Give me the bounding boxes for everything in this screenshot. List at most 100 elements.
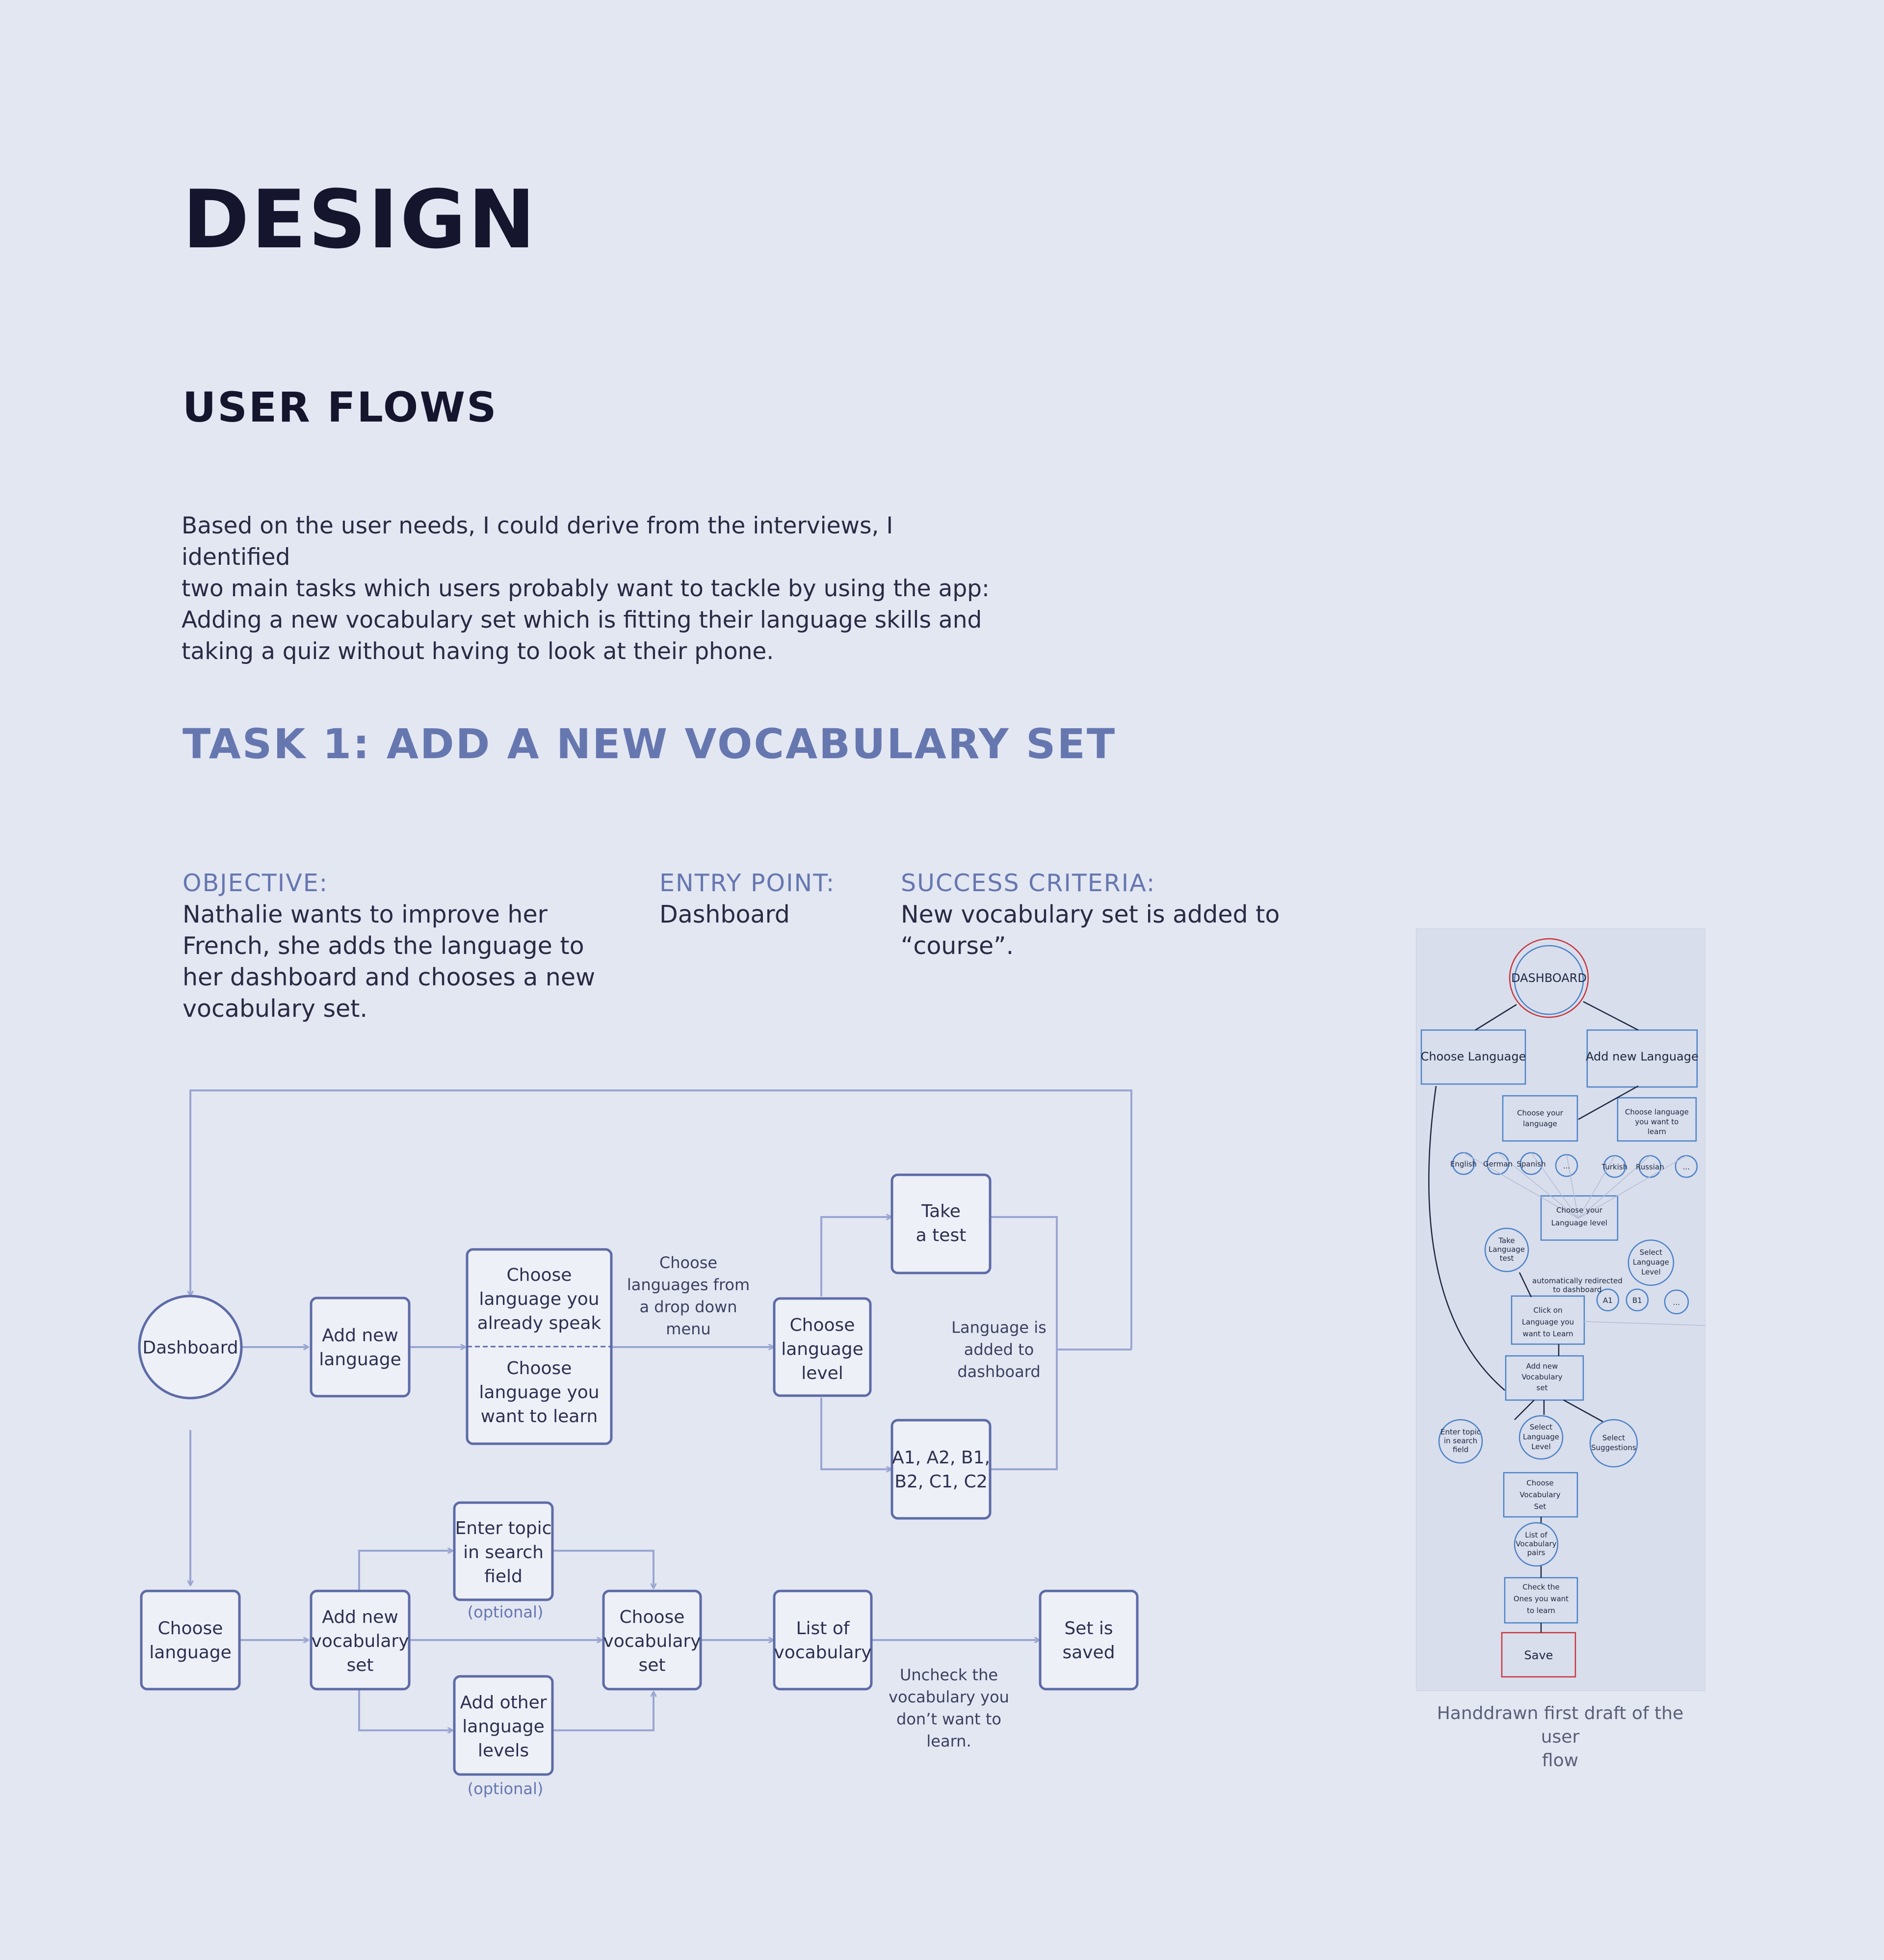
sketch-label: Choose language	[1625, 1108, 1689, 1116]
node-label-enter-topic: field	[484, 1566, 523, 1587]
node-label-choose-speak: language you	[479, 1289, 599, 1309]
sketch-label: Choose Language	[1421, 1050, 1526, 1063]
node-label-choose-language: Choose	[158, 1618, 223, 1639]
node-label-levels: A1, A2, B1,	[892, 1448, 990, 1468]
sketch-label: Click on	[1533, 1306, 1562, 1315]
sketch-label: German	[1483, 1160, 1513, 1168]
sketch-label: Russian	[1636, 1163, 1664, 1171]
sketch-label: Add new Language	[1586, 1050, 1699, 1063]
flow-node-take-test	[892, 1175, 990, 1273]
node-label-add-levels: levels	[478, 1741, 529, 1761]
node-label-add-language: Add new	[322, 1325, 398, 1346]
node-label-dashboard: Dashboard	[142, 1338, 238, 1358]
annotation-dropdown: a drop down	[640, 1298, 737, 1316]
node-label-enter-topic: in search	[463, 1542, 544, 1563]
sketch-label: test	[1500, 1254, 1514, 1263]
annotation-added: dashboard	[957, 1362, 1040, 1381]
node-label-choose-vocab-set: Choose	[620, 1607, 685, 1627]
sketch-label: English	[1450, 1160, 1477, 1168]
connector	[552, 1692, 654, 1730]
sketch-label: language	[1523, 1119, 1557, 1128]
sketch-label: B1	[1632, 1296, 1642, 1305]
sketch-label: Vocabulary	[1516, 1539, 1556, 1548]
annotation-added: added to	[964, 1340, 1034, 1359]
sketch-label: set	[1537, 1383, 1548, 1392]
node-label-choose-level: language	[781, 1339, 864, 1359]
node-label-add-vocab-set: set	[346, 1655, 373, 1675]
connector	[359, 1690, 452, 1730]
sketch-label: pairs	[1527, 1548, 1545, 1557]
node-label-add-vocab-set: vocabulary	[311, 1631, 409, 1651]
flow-node-list-vocab	[774, 1591, 871, 1689]
sketch-label: Suggestions	[1591, 1443, 1636, 1452]
flow-nodes	[139, 1175, 1137, 1775]
sketch-label: want to Learn	[1522, 1329, 1573, 1338]
sketch-label: Level	[1641, 1268, 1661, 1276]
node-label-enter-topic: Enter topic	[455, 1518, 552, 1538]
node-label-choose-level: level	[801, 1363, 843, 1383]
sketch-label: Language you	[1522, 1318, 1574, 1326]
sketch-label: Vocabulary	[1519, 1490, 1560, 1499]
sketch-label: Spanish	[1517, 1160, 1545, 1168]
node-label-add-language: language	[319, 1350, 401, 1370]
annotation-added: Language is	[951, 1318, 1047, 1337]
sketch-label: Choose your	[1556, 1206, 1603, 1215]
sketch-label: Language	[1633, 1258, 1669, 1267]
annotation-uncheck: Uncheck the	[900, 1666, 998, 1684]
sketch-label: Vocabulary	[1521, 1373, 1562, 1381]
sketch-caption: Handdrawn first draft of the user flow	[1416, 1702, 1704, 1773]
sketch-label: Level	[1531, 1442, 1551, 1451]
sketch-label: Select	[1530, 1423, 1552, 1431]
node-label-list-vocab: vocabulary	[774, 1642, 871, 1663]
node-label-choose-level: Choose	[790, 1315, 855, 1335]
annotation-uncheck: don’t want to	[896, 1710, 1001, 1728]
sketch-label: Turkish	[1601, 1163, 1628, 1171]
annotation-dropdown: languages from	[627, 1275, 750, 1294]
sketch-label: ...	[1563, 1162, 1570, 1170]
sketch-label: Set	[1534, 1502, 1546, 1511]
flow-node-set-saved	[1040, 1591, 1137, 1689]
flow-node-choose-language	[141, 1591, 239, 1689]
sketch-label: you want to	[1635, 1117, 1678, 1126]
annotation-uncheck: vocabulary you	[889, 1688, 1009, 1706]
node-label-set-saved: saved	[1062, 1642, 1115, 1663]
annotation-dropdown: menu	[666, 1320, 710, 1338]
node-label-choose-language: language	[149, 1642, 232, 1663]
node-label-choose-vocab-set: set	[638, 1655, 665, 1675]
connector	[821, 1217, 891, 1297]
node-label-choose-speak: already speak	[477, 1313, 602, 1333]
sketch-label: automatically redirected	[1532, 1276, 1622, 1285]
sketch-label: A1	[1603, 1296, 1613, 1305]
sketch-label: ...	[1673, 1298, 1680, 1307]
node-label-choose-speak: Choose	[507, 1265, 572, 1285]
sketch-label: to dashboard	[1553, 1285, 1601, 1294]
node-label-choose-learn: want to learn	[481, 1406, 598, 1427]
optional-note: (optional)	[468, 1779, 544, 1798]
optional-note: (optional)	[468, 1603, 544, 1621]
node-label-choose-vocab-set: vocabulary	[603, 1631, 701, 1651]
sketch-label: Language level	[1551, 1218, 1607, 1227]
node-label-take-test: Take	[921, 1201, 961, 1221]
node-label-choose-learn: Choose	[507, 1358, 572, 1378]
flow-node-levels	[892, 1420, 990, 1518]
sketch-label: Add new	[1526, 1362, 1558, 1371]
sketch-label: List of	[1525, 1531, 1547, 1539]
sketch-label: Language	[1523, 1432, 1559, 1441]
node-label-add-vocab-set: Add new	[322, 1607, 398, 1627]
sketch-label: Check the	[1522, 1583, 1560, 1591]
sketch-label: to learn	[1527, 1606, 1555, 1615]
node-label-levels: B2, C1, C2	[894, 1472, 987, 1492]
connector	[552, 1551, 654, 1588]
sketch-label: Language	[1489, 1245, 1525, 1254]
handdrawn-sketch: DASHBOARD Choose Language Add new Langua…	[1416, 928, 1705, 1691]
annotation-dropdown: Choose	[659, 1253, 717, 1272]
node-label-take-test: a test	[916, 1225, 967, 1245]
sketch-label: Take	[1498, 1236, 1515, 1245]
connector	[821, 1398, 891, 1469]
sketch-label: ...	[1683, 1163, 1690, 1171]
sketch-drawing: DASHBOARD Choose Language Add new Langua…	[1416, 929, 1705, 1691]
sketch-label: field	[1453, 1445, 1468, 1454]
sketch-label: Ones you want	[1514, 1594, 1569, 1603]
node-label-choose-learn: language you	[479, 1382, 599, 1403]
sketch-label: in search	[1444, 1436, 1477, 1445]
